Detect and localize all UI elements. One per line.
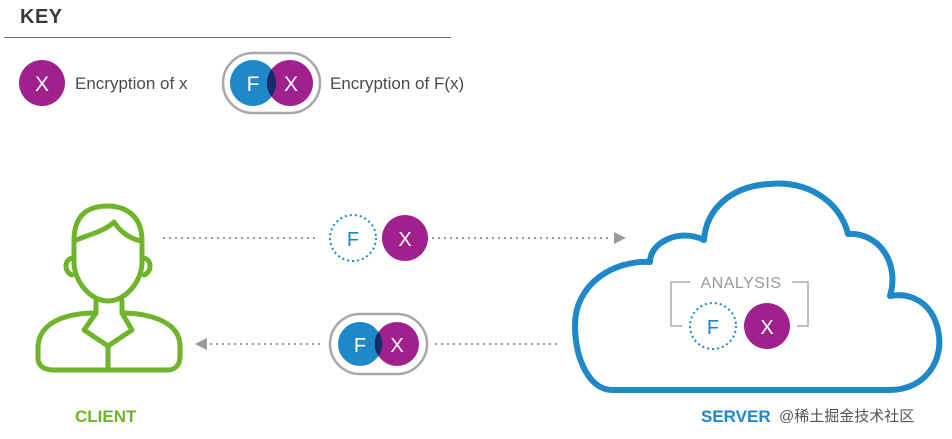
legend-f-symbol: F <box>247 73 260 96</box>
request-function-token: F <box>329 214 377 262</box>
arrowhead-right-icon <box>614 232 626 244</box>
request-f-symbol: F <box>347 229 359 251</box>
key-divider <box>4 37 451 38</box>
response-x-symbol: X <box>390 335 403 357</box>
client-label: CLIENT <box>75 407 137 426</box>
request-arrow <box>163 232 626 244</box>
legend-encryption-fx-icon: F X <box>221 51 322 115</box>
request-encrypted-x-token: X <box>382 215 428 261</box>
key-title: KEY <box>20 6 63 28</box>
request-x-symbol: X <box>398 229 411 251</box>
analysis-f-symbol: F <box>707 317 719 339</box>
legend-label-encryption-fx: Encryption of F(x) <box>330 74 465 93</box>
response-encrypted-fx-token: F X <box>328 312 429 376</box>
analysis-encrypted-x-token: X <box>744 303 790 349</box>
response-arrow <box>195 338 560 350</box>
arrowhead-left-icon <box>195 338 207 350</box>
server-cloud-icon <box>572 180 943 393</box>
client-person-icon <box>35 203 183 373</box>
response-f-symbol: F <box>354 335 366 357</box>
legend-fx-x-symbol: X <box>284 73 298 96</box>
legend-x-symbol: X <box>35 73 49 96</box>
server-label: SERVER <box>701 407 771 426</box>
legend-encryption-x-icon: X <box>19 60 65 106</box>
analysis-bracket <box>670 281 809 327</box>
analysis-label: ANALYSIS <box>700 275 781 292</box>
watermark: @稀土掘金技术社区 <box>779 408 915 425</box>
legend-label-encryption-x: Encryption of x <box>75 74 188 93</box>
analysis-x-symbol: X <box>760 317 773 339</box>
analysis-function-token: F <box>689 302 737 350</box>
